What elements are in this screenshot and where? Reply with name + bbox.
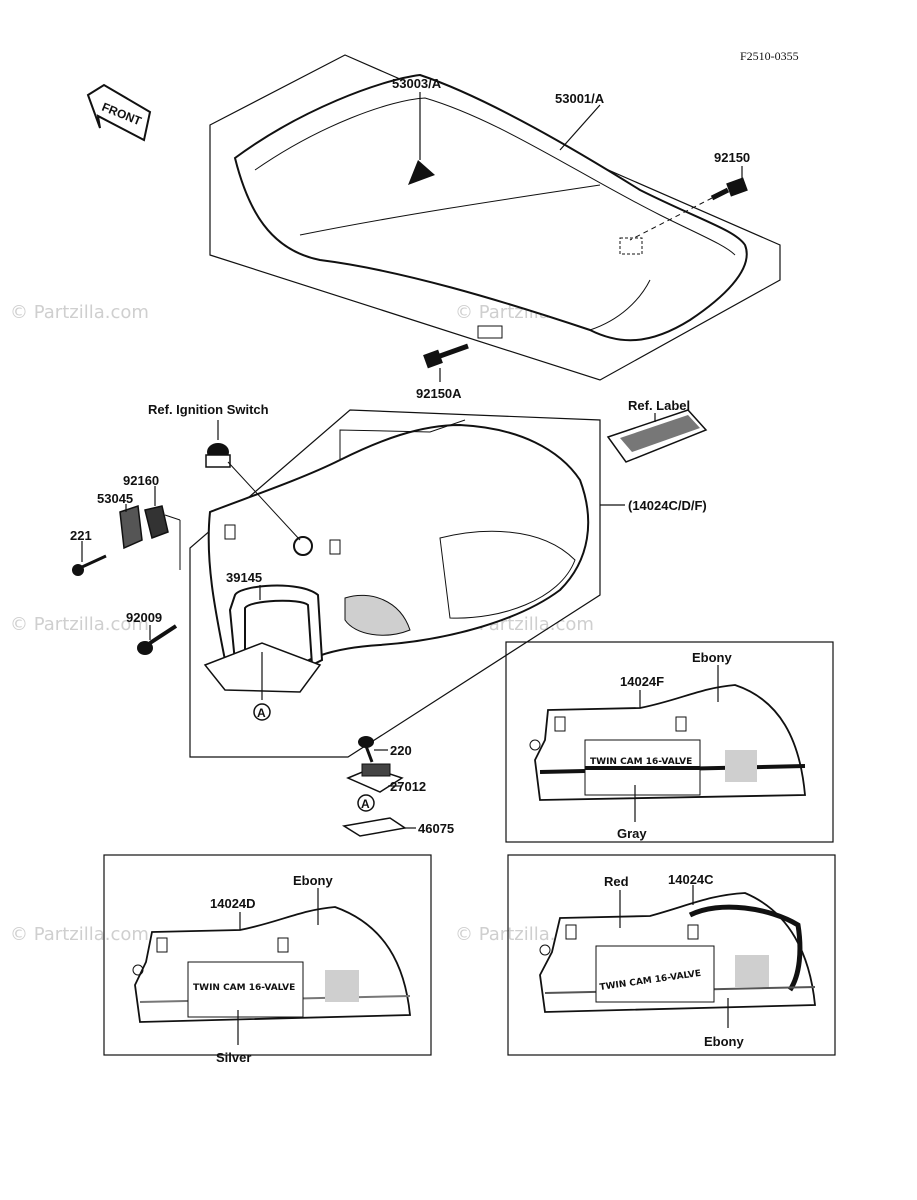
bolt-92009-icon <box>137 624 178 655</box>
label-f-ebony: Ebony <box>692 650 732 665</box>
label-53001: 53001/A <box>555 91 605 106</box>
ignition-switch-icon <box>205 443 231 468</box>
watermark-5: © Partzilla.com <box>10 924 149 945</box>
variant-d-plate <box>187 961 304 1018</box>
bracket-53045-icon <box>119 504 143 550</box>
leader-53001 <box>559 104 601 151</box>
bolt-icon <box>710 177 748 201</box>
label-46075: 46075 <box>418 821 454 836</box>
label-ref-label: Ref. Label <box>628 398 690 413</box>
label-f-gray: Gray <box>617 826 647 841</box>
variant-f-slot <box>554 716 566 732</box>
seat-group: 53003/A 53001/A 92150 92150A <box>209 54 781 401</box>
seat-hook <box>477 325 503 339</box>
watermark-3: © Partzilla.com <box>10 614 149 635</box>
cover-slot <box>329 539 341 555</box>
variant-f-slot-2 <box>675 716 687 732</box>
seat-strap-icon <box>408 160 435 185</box>
variant-d-decal: TWIN CAM 16-VALVE <box>193 983 295 993</box>
label-27012: 27012 <box>390 779 426 794</box>
cover-top-rim <box>339 419 466 460</box>
dash-92150 <box>629 197 713 241</box>
seat-body <box>233 73 748 342</box>
ignition-path <box>227 461 301 541</box>
variant-f-vent <box>725 750 757 782</box>
hook-outline <box>619 237 643 255</box>
label-14024d: 14024D <box>210 896 256 911</box>
cover-vent <box>344 594 411 636</box>
bolt-221-icon <box>72 554 107 576</box>
screw-220-icon <box>358 736 374 763</box>
variant-d-box <box>103 854 432 1056</box>
label-14024c: 14024C <box>668 872 714 887</box>
label-220: 220 <box>390 743 412 758</box>
front-arrow-icon: FRONT <box>86 83 152 142</box>
diagram-code: F2510-0355 <box>740 49 799 63</box>
label-92150a: 92150A <box>416 386 462 401</box>
label-d-ebony: Ebony <box>293 873 333 888</box>
label-ref-ignition: Ref. Ignition Switch <box>148 402 269 417</box>
ignition-hole <box>293 536 313 556</box>
tail-cover-group: A 39145 Ref. Ignition Switch Ref. Label … <box>70 398 708 758</box>
latch-group: 220 27012 A 46075 <box>341 736 454 837</box>
variant-f-panel: TWIN CAM 16-VALVE 14024F Ebony Gray <box>505 641 834 843</box>
latch-mark-a-circle <box>357 794 375 812</box>
variant-c-slot-2 <box>687 924 699 940</box>
cover-opening <box>439 530 576 619</box>
variant-c-plate <box>595 945 715 1003</box>
bolt-a-icon <box>423 343 469 369</box>
label-c-red: Red <box>604 874 629 889</box>
mark-a: A <box>257 706 266 720</box>
label-92160: 92160 <box>123 473 159 488</box>
label-14024-group: (14024C/D/F) <box>628 498 707 513</box>
label-c-ebony: Ebony <box>704 1034 744 1049</box>
variant-c-panel: TWIN CAM 16-VALVE Red 14024C Ebony <box>507 854 836 1056</box>
label-53045: 53045 <box>97 491 133 506</box>
variant-c-mount <box>539 944 551 956</box>
variant-d-mount <box>132 964 144 976</box>
label-39145: 39145 <box>226 570 262 585</box>
variant-f-box <box>505 641 834 843</box>
seat-rear-edge <box>589 279 651 331</box>
cover-frame <box>189 409 601 758</box>
seat-crease <box>299 184 601 236</box>
seat-contour <box>254 97 736 256</box>
cover-slot-2 <box>224 524 236 540</box>
variant-f-mount <box>529 739 541 751</box>
lock-27012-body <box>361 763 391 777</box>
variant-d-vent <box>325 970 359 1002</box>
variant-c-red-band <box>688 904 803 992</box>
mark-a-circle <box>253 703 271 721</box>
variant-f-decal: TWIN CAM 16-VALVE <box>590 757 692 767</box>
label-14024f: 14024F <box>620 674 664 689</box>
cap-46075-icon <box>341 817 407 837</box>
label-92150: 92150 <box>714 150 750 165</box>
bracket-guide <box>164 514 181 521</box>
label-53003: 53003/A <box>392 76 442 91</box>
watermark-1: © Partzilla.com <box>10 302 149 323</box>
ref-label-print <box>620 415 700 452</box>
variant-c-box <box>507 854 836 1056</box>
variant-c-slot <box>565 924 577 940</box>
variant-d-slot-2 <box>277 937 289 953</box>
seat-frame <box>209 54 781 381</box>
label-221: 221 <box>70 528 92 543</box>
variant-d-panel: TWIN CAM 16-VALVE 14024D Ebony Silver <box>103 854 432 1065</box>
label-d-silver: Silver <box>216 1050 251 1065</box>
variant-c-vent <box>735 955 769 987</box>
latch-mark-a: A <box>361 797 370 811</box>
tail-cover <box>207 423 590 677</box>
damper-92160-icon <box>144 505 169 539</box>
label-92009: 92009 <box>126 610 162 625</box>
variant-d-slot <box>156 937 168 953</box>
